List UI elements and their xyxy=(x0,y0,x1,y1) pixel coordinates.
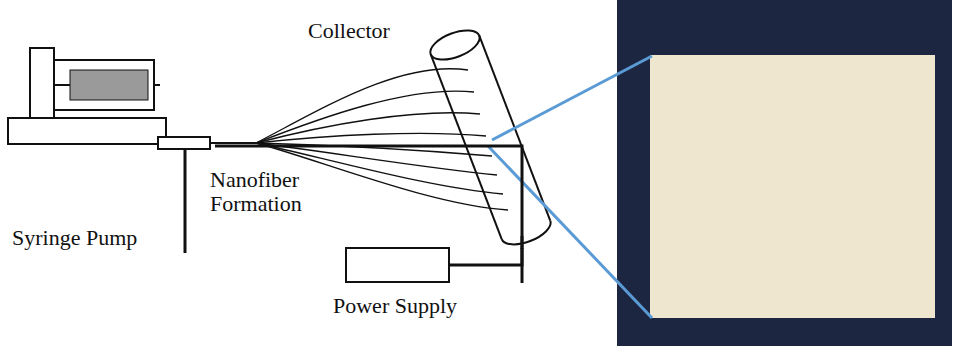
photo-background xyxy=(617,0,952,346)
pump-block xyxy=(30,48,54,118)
zoom-line xyxy=(492,56,652,140)
syringe-barrel xyxy=(54,60,154,110)
wire-stub xyxy=(184,149,187,253)
power-supply-box xyxy=(345,247,450,283)
node-label: Collector xyxy=(308,18,390,43)
needle xyxy=(210,142,256,144)
power-wire xyxy=(450,248,522,265)
plunger-rod xyxy=(54,84,70,86)
node-label: Syringe Pump xyxy=(12,225,137,250)
collector-node: Collector xyxy=(305,15,560,248)
pump-node: Syringe Pump xyxy=(5,40,215,252)
collector-drum xyxy=(426,24,554,250)
pump-base xyxy=(8,118,166,144)
process-label: Nanofiber Formation xyxy=(210,168,310,216)
needle-holder xyxy=(158,137,210,149)
power-supply-node: Power Supply xyxy=(300,247,490,327)
nanofiber-mat-photo xyxy=(650,55,935,318)
node-label: Power Supply xyxy=(333,293,457,318)
syringe-tip xyxy=(154,84,160,86)
zoom-line xyxy=(488,146,652,318)
syringe-fluid xyxy=(70,70,148,100)
